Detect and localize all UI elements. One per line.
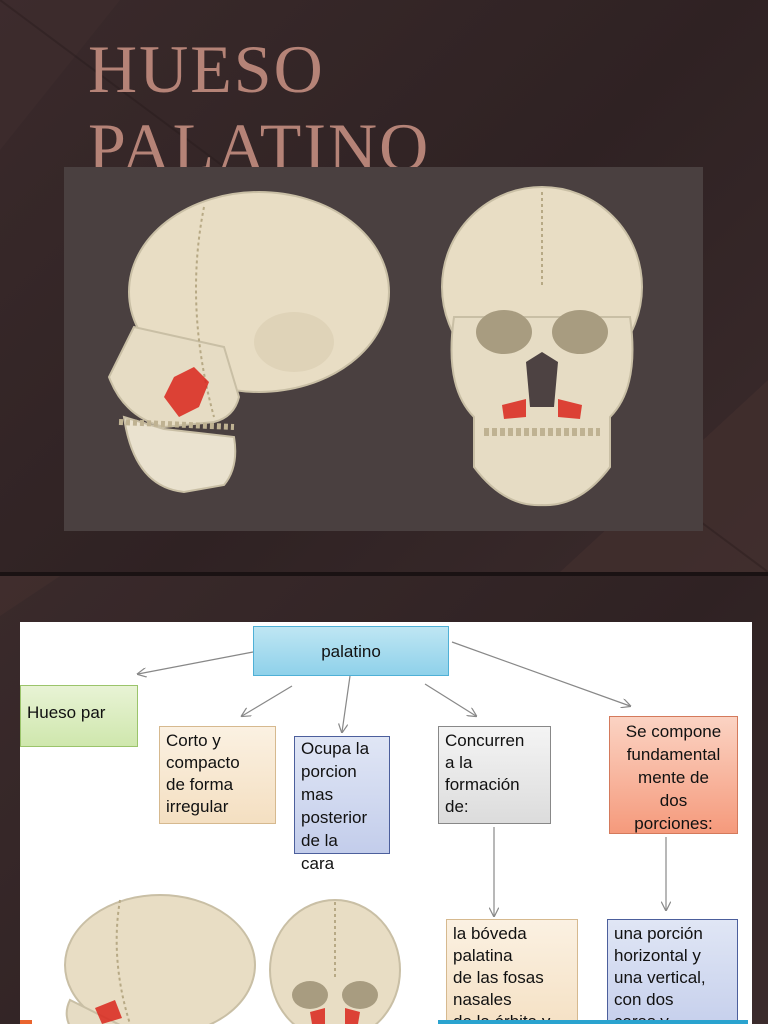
page-title: HUESO PALATINO <box>88 30 648 186</box>
accent-strip-left <box>20 1020 32 1024</box>
concept-ocupa-porcion: Ocupa la porcion mas posterior de la car… <box>294 736 390 873</box>
skull-illustration <box>107 186 643 507</box>
concept-concurren: Concurren a la formación de: <box>438 726 551 824</box>
concept-hueso-par: Hueso par <box>20 685 138 747</box>
title-line-1: HUESO <box>88 31 325 107</box>
lateral-skull <box>107 191 390 494</box>
concept-corto-compacto: Corto y compacto de forma irregular <box>159 726 276 824</box>
concept-se-compone: Se compone fundamental mente de dos porc… <box>609 716 738 834</box>
small-skull-illustration <box>64 894 401 1024</box>
slide-1: HUESO PALATINO <box>0 0 768 572</box>
small-lateral-skull <box>64 894 256 1024</box>
accent-strip-right <box>438 1020 748 1024</box>
slide-2: palatino Hueso par Corto y compacto de f… <box>0 576 768 1024</box>
skull-image-panel <box>64 167 703 531</box>
concept-porcion-horizontal: una porción horizontal y una vertical, c… <box>607 919 738 1024</box>
concept-boveda-palatina: la bóveda palatina de las fosas nasales … <box>446 919 578 1024</box>
concept-map: palatino Hueso par Corto y compacto de f… <box>20 622 752 1024</box>
slide-separator <box>0 572 768 576</box>
frontal-skull <box>441 186 643 507</box>
concept-map-arrows <box>20 641 752 1024</box>
small-frontal-skull <box>269 899 401 1024</box>
concept-root-palatino: palatino <box>253 626 449 676</box>
